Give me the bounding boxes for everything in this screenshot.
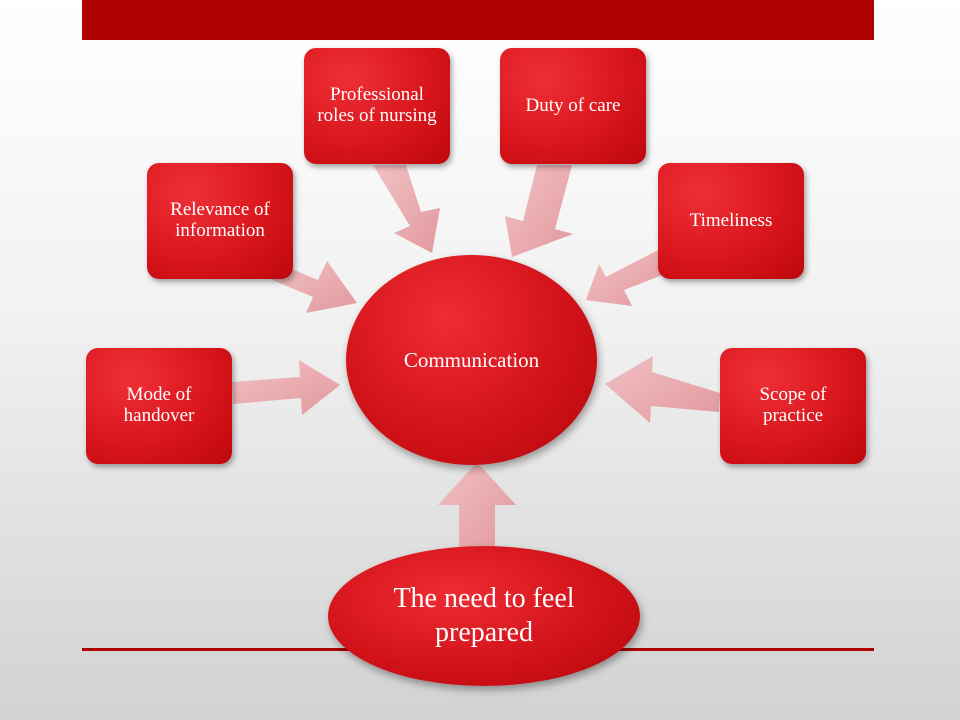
node-label: Mode of handover xyxy=(123,384,195,426)
center-node-communication: Communication xyxy=(346,255,597,465)
node-label: Scope of practice xyxy=(759,384,827,426)
arrow-professional-roles xyxy=(373,165,440,253)
bottom-label: The need to feel prepared xyxy=(393,583,575,648)
arrow-mode-of-handover xyxy=(232,360,340,415)
arrow-relevance-of-information xyxy=(270,261,357,313)
node-label: Duty of care xyxy=(525,94,621,116)
node-relevance-of-information: Relevance of information xyxy=(147,163,293,279)
arrow-duty-of-care xyxy=(505,165,573,257)
arrow-need-to-feel-prepared xyxy=(438,462,516,555)
node-timeliness: Timeliness xyxy=(658,163,804,279)
node-duty-of-care: Duty of care xyxy=(500,48,646,164)
top-accent-bar xyxy=(82,0,874,40)
arrow-timeliness xyxy=(586,250,670,306)
node-professional-roles: Professional roles of nursing xyxy=(304,48,450,164)
node-mode-of-handover: Mode of handover xyxy=(86,348,232,464)
arrow-scope-of-practice xyxy=(605,356,720,423)
node-scope-of-practice: Scope of practice xyxy=(720,348,866,464)
node-label: Timeliness xyxy=(689,209,773,231)
node-label: Relevance of information xyxy=(170,199,270,241)
node-label: Professional roles of nursing xyxy=(317,84,437,126)
center-label: Communication xyxy=(403,347,540,372)
bottom-node-need-to-feel-prepared: The need to feel prepared xyxy=(328,546,640,686)
